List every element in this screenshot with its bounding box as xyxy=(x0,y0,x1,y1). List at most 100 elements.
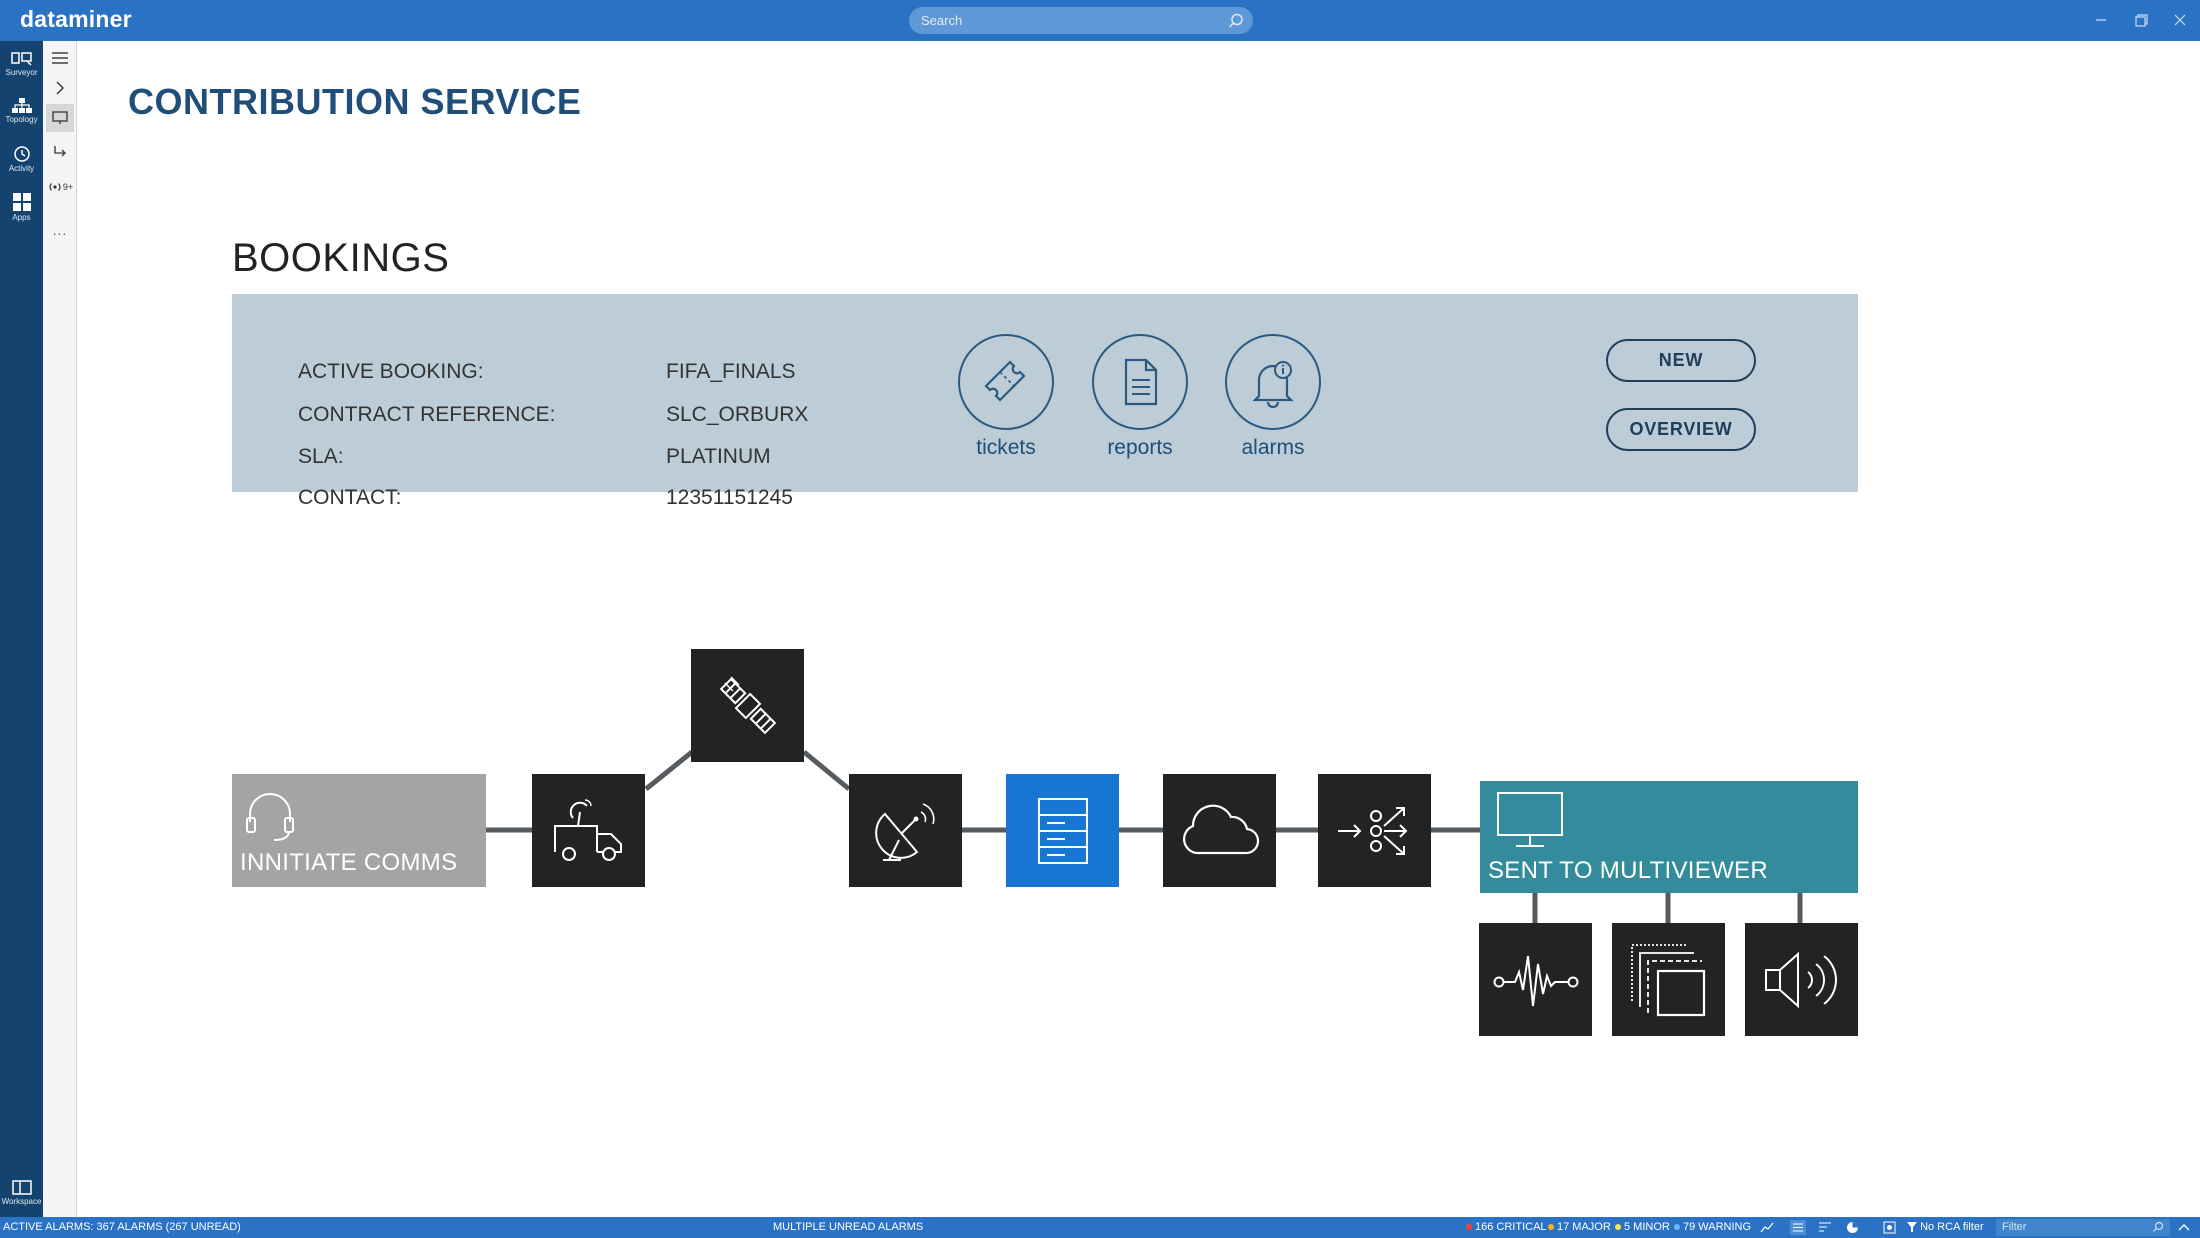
tree-view-icon[interactable] xyxy=(1818,1221,1832,1234)
card-toolstrip: 9+ ... xyxy=(43,41,77,1217)
restore-icon[interactable] xyxy=(2130,9,2152,31)
status-bar: ACTIVE ALARMS: 367 ALARMS (267 UNREAD) M… xyxy=(0,1217,2200,1238)
visual-tab[interactable] xyxy=(46,104,74,132)
multiviewer-node[interactable]: SENT TO MULTIVIEWER xyxy=(1480,781,1858,893)
filter-search-icon[interactable] xyxy=(2152,1221,2164,1233)
visual-icon xyxy=(52,111,68,124)
alarm-filter-input[interactable]: Filter xyxy=(1996,1219,2170,1236)
rail-item-activity[interactable]: Activity xyxy=(0,139,43,185)
rail-label-apps: Apps xyxy=(12,213,31,222)
dish-icon xyxy=(874,802,935,861)
layers-node[interactable] xyxy=(1612,923,1725,1036)
menu-icon xyxy=(52,52,68,64)
relation-tab[interactable] xyxy=(46,138,74,166)
layers-icon xyxy=(1630,943,1705,1016)
field-value-active-booking: FIFA_FINALS xyxy=(666,360,796,383)
workspace-icon xyxy=(11,1180,32,1195)
cloud-node[interactable] xyxy=(1163,774,1276,887)
chevron-right-icon xyxy=(56,81,64,95)
new-button[interactable]: NEW xyxy=(1606,339,1756,382)
initiate-comms-node[interactable]: INNITIATE COMMS xyxy=(232,774,486,887)
warning-count[interactable]: 79 WARNING xyxy=(1674,1221,1751,1233)
close-icon[interactable] xyxy=(2169,9,2191,31)
satellite-node[interactable] xyxy=(691,649,804,762)
rail-item-apps[interactable]: Apps xyxy=(0,186,43,232)
topology-icon xyxy=(11,98,32,113)
tickets-button[interactable]: tickets xyxy=(957,334,1055,460)
activity-icon xyxy=(13,146,30,162)
document-icon xyxy=(1124,358,1158,406)
multiviewer-label: SENT TO MULTIVIEWER xyxy=(1488,857,1768,884)
brand-logo: dataminer xyxy=(20,6,132,32)
menu-button[interactable] xyxy=(46,44,74,72)
warning-dot xyxy=(1674,1224,1680,1231)
minor-label: 5 MINOR xyxy=(1624,1221,1670,1233)
minor-dot xyxy=(1615,1224,1621,1231)
active-alarms-text[interactable]: ACTIVE ALARMS: 367 ALARMS (267 UNREAD) xyxy=(3,1221,241,1233)
overview-button[interactable]: OVERVIEW xyxy=(1606,408,1756,451)
app-rail: Surveyor Topology Activity Apps Workspac… xyxy=(0,41,43,1217)
critical-count[interactable]: 166 CRITICAL xyxy=(1466,1221,1547,1233)
rca-filter[interactable]: No RCA filter xyxy=(1907,1221,1984,1233)
search-box[interactable]: Search xyxy=(909,7,1253,34)
rail-item-surveyor[interactable]: Surveyor xyxy=(0,45,43,91)
title-bar: dataminer Search xyxy=(0,0,2200,41)
monitor-icon xyxy=(1497,792,1563,847)
warning-label: 79 WARNING xyxy=(1683,1221,1752,1233)
field-value-contract: SLC_ORBURX xyxy=(666,403,809,426)
field-value-sla: PLATINUM xyxy=(666,445,771,468)
cloud-icon xyxy=(1182,804,1259,854)
chevron-up-icon[interactable] xyxy=(2178,1222,2190,1232)
signal-badge: 9+ xyxy=(62,182,74,192)
speaker-node[interactable] xyxy=(1745,923,1858,1036)
rail-label-workspace: Workspace xyxy=(1,1197,42,1206)
minimize-icon[interactable] xyxy=(2090,9,2112,31)
focus-icon[interactable] xyxy=(1883,1221,1896,1234)
field-label-sla: SLA: xyxy=(298,445,344,468)
critical-label: 166 CRITICAL xyxy=(1475,1221,1547,1233)
field-label-active-booking: ACTIVE BOOKING: xyxy=(298,360,484,383)
more-icon: ... xyxy=(52,222,68,238)
alarms-button[interactable]: alarms xyxy=(1224,334,1322,460)
list-view-icon[interactable] xyxy=(1790,1220,1806,1235)
tickets-label: tickets xyxy=(976,436,1036,459)
filter-placeholder: Filter xyxy=(2002,1221,2027,1233)
alarms-label: alarms xyxy=(1241,436,1305,459)
field-value-contact: 12351151245 xyxy=(666,486,793,509)
server-node[interactable] xyxy=(1006,774,1119,887)
rail-item-workspace[interactable]: Workspace xyxy=(0,1174,43,1220)
satellite-van-node[interactable] xyxy=(532,774,645,887)
rail-label-activity: Activity xyxy=(8,164,35,173)
funnel-icon xyxy=(1907,1222,1917,1233)
unread-alarms-text[interactable]: MULTIPLE UNREAD ALARMS xyxy=(773,1221,924,1233)
minor-count[interactable]: 5 MINOR xyxy=(1615,1221,1670,1233)
pie-icon[interactable] xyxy=(1846,1221,1859,1234)
speaker-icon xyxy=(1764,951,1837,1008)
distribution-icon xyxy=(1337,806,1407,855)
distribution-node[interactable] xyxy=(1318,774,1431,887)
headset-icon xyxy=(246,793,294,841)
relation-icon xyxy=(54,146,66,157)
rail-label-surveyor: Surveyor xyxy=(5,68,38,77)
rail-item-topology[interactable]: Topology xyxy=(0,92,43,138)
service-connectors xyxy=(486,750,1803,924)
signal-icon xyxy=(49,183,61,191)
bookings-panel: ACTIVE BOOKING: FIFA_FINALS CONTRACT REF… xyxy=(232,294,1858,509)
signal-tab[interactable]: 9+ xyxy=(45,173,75,201)
initiate-comms-label: INNITIATE COMMS xyxy=(240,849,458,876)
waveform-node[interactable] xyxy=(1479,923,1592,1036)
major-count[interactable]: 17 MAJOR xyxy=(1548,1221,1611,1233)
ticket-icon xyxy=(984,360,1026,402)
trend-icon[interactable] xyxy=(1760,1221,1774,1234)
search-icon[interactable] xyxy=(1227,12,1245,30)
dish-node[interactable] xyxy=(849,774,962,887)
page-title: CONTRIBUTION SERVICE xyxy=(128,81,582,122)
reports-button[interactable]: reports xyxy=(1091,334,1189,460)
satellite-van-icon xyxy=(553,798,622,861)
major-dot xyxy=(1548,1224,1554,1231)
major-label: 17 MAJOR xyxy=(1557,1221,1611,1233)
more-button[interactable]: ... xyxy=(46,216,74,244)
section-title: BOOKINGS xyxy=(232,236,450,280)
expand-button[interactable] xyxy=(46,74,74,102)
